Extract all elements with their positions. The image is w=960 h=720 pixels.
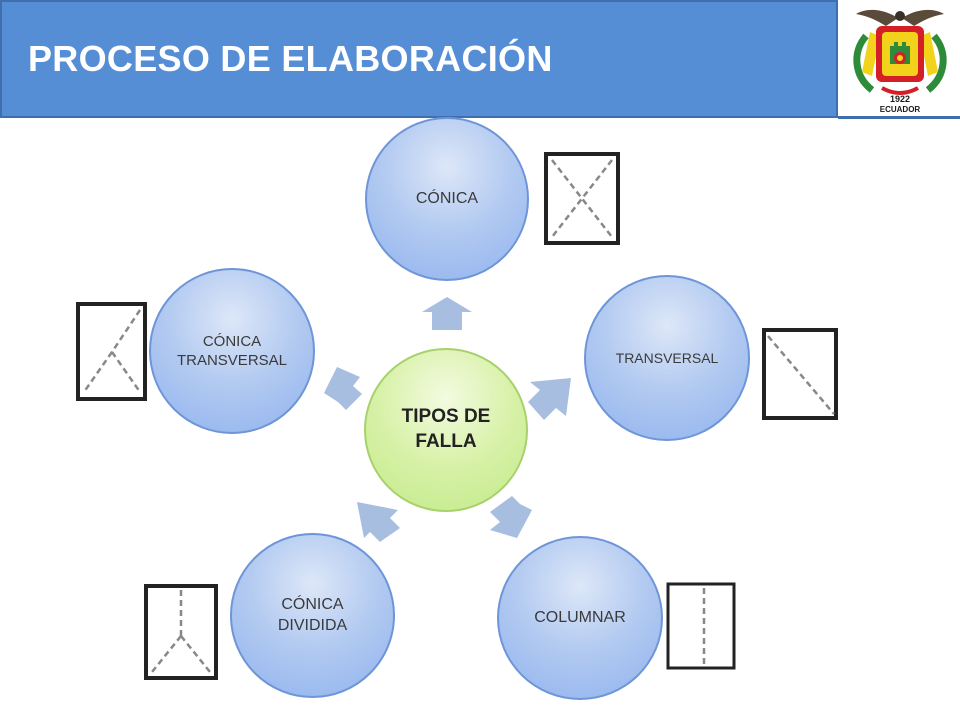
sketch-columnar [666,582,736,670]
flag-right [920,32,938,76]
logo-year: 1922 [890,94,910,104]
node-label: CÓNICA [415,189,479,207]
sketch-conica [544,152,620,245]
condor-wing-left [856,9,898,26]
sketch-conica-transversal [76,302,147,401]
node-conica-dividida: CÓNICA DIVIDIDA [230,533,395,698]
flag-left [862,32,880,76]
arrow-to-conica-dividida [357,502,400,542]
node-tipos-de-falla: TIPOS DE FALLA [364,348,528,512]
arrow-to-columnar [490,496,532,538]
node-label: TIPOS DE FALLA [401,406,491,452]
sketch-transversal [762,328,838,420]
arrow-to-conica [422,297,472,330]
laurel-right [925,33,947,93]
sketch-conica-dividida [144,584,218,680]
arrow-to-transversal [528,378,571,420]
header-band: PROCESO DE ELABORACIÓN [0,0,838,118]
condor-wing-right [902,9,944,26]
shield-emblem-core [897,55,903,61]
logo-country: ECUADOR [880,105,921,114]
node-columnar: COLUMNAR [497,536,663,700]
coat-of-arms-logo: 1922 ECUADOR [842,2,958,114]
node-label: CÓNICA TRANSVERSAL [176,332,288,370]
node-transversal: TRANSVERSAL [584,275,750,441]
node-label: CÓNICA DIVIDIDA [277,595,348,634]
wreath-tie [881,86,919,95]
node-conica: CÓNICA [365,117,529,281]
node-label: TRANSVERSAL [615,349,719,366]
header-underline [838,116,960,119]
arrow-to-conica-transversal [324,367,362,410]
laurel-left [853,33,875,93]
condor-head [895,11,905,21]
node-conica-transversal: CÓNICA TRANSVERSAL [149,268,315,434]
node-label: COLUMNAR [534,608,626,626]
slide-title: PROCESO DE ELABORACIÓN [28,38,553,79]
